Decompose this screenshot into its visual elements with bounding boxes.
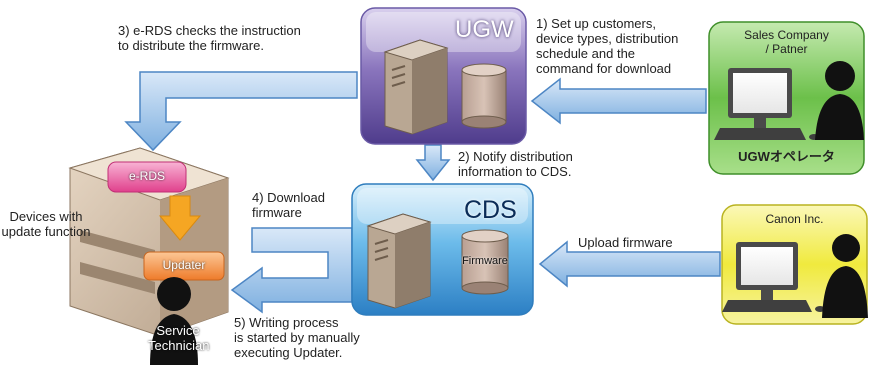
cds-storage-label: Firmware bbox=[462, 255, 508, 267]
ugw-storage-icon bbox=[461, 63, 507, 129]
person-icon bbox=[822, 234, 868, 318]
step4-label: 4) Download firmware bbox=[252, 190, 325, 220]
ugw-server-box bbox=[360, 7, 527, 145]
arrow-ugw-to-cds bbox=[415, 144, 451, 182]
step2-label: 2) Notify distribution information to CD… bbox=[458, 149, 573, 179]
upload-label: Upload firmware bbox=[578, 235, 673, 250]
canon-box bbox=[721, 204, 868, 325]
updater-module bbox=[143, 251, 225, 281]
sales-operator-label: UGWオペレータ bbox=[738, 149, 835, 164]
cds-title: CDS bbox=[464, 196, 517, 224]
device-label: Devices with update function bbox=[1, 209, 91, 239]
erds-module bbox=[107, 161, 187, 193]
technician-icon bbox=[150, 277, 198, 365]
step1-label: 1) Set up customers, device types, distr… bbox=[536, 16, 679, 76]
technician-label: Service Technician bbox=[148, 323, 210, 353]
arrow-cds-to-updater bbox=[230, 227, 353, 314]
cds-server-box bbox=[351, 183, 534, 316]
computer-icon bbox=[722, 242, 825, 312]
step3-label: 3) e-RDS checks the instruction to distr… bbox=[118, 23, 301, 53]
sales-company-box bbox=[708, 21, 865, 175]
cds-server-icon bbox=[366, 213, 432, 309]
erds-to-updater-arrow bbox=[158, 195, 202, 241]
canon-name: Canon Inc. bbox=[765, 212, 824, 226]
person-icon bbox=[815, 61, 864, 140]
erds-label: e-RDS bbox=[128, 169, 165, 183]
arrow-ugw-to-erds bbox=[124, 71, 358, 152]
updater-label: Updater bbox=[162, 258, 206, 272]
arrow-sales-to-ugw bbox=[530, 77, 707, 125]
arrow-canon-to-cds bbox=[538, 240, 721, 288]
computer-icon bbox=[714, 68, 819, 140]
cds-storage-icon bbox=[461, 229, 509, 295]
step5-label: 5) Writing process is started by manuall… bbox=[234, 315, 360, 360]
ugw-title: UGW bbox=[455, 16, 514, 43]
sales-company-name: Sales Company / Patner bbox=[744, 28, 829, 56]
ugw-server-icon bbox=[383, 39, 449, 135]
